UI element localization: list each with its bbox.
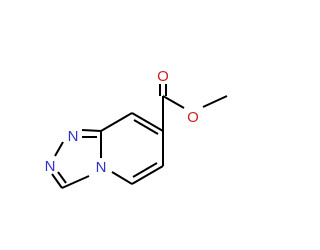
atom-label-o-ester: O: [187, 109, 199, 126]
bond-n2-c3: [51, 173, 63, 189]
bond-o-methyl: [202, 95, 228, 108]
bond-n1-n2: [54, 141, 64, 157]
molecule-structure: N N N O O: [45, 68, 228, 189]
bond-c6-c5-double: [132, 162, 158, 178]
bond-carbonyl-o-ester: [162, 95, 185, 109]
bond-c3-n4: [61, 175, 90, 189]
bond-c8a-c8: [100, 112, 133, 132]
bond-c8-c7: [131, 112, 164, 132]
atom-labels: N N N O O: [45, 68, 199, 176]
bond-c6-c5: [131, 165, 164, 185]
bond-c8-c7-double: [133, 119, 159, 135]
bond-n2-c3-double: [57, 171, 67, 184]
atom-label-o-carbonyl: O: [157, 68, 169, 85]
bonds: [51, 84, 228, 189]
atom-label-n-bridge: N: [96, 159, 107, 176]
atom-label-n2: N: [45, 158, 56, 175]
bond-c8a-n1: [81, 129, 102, 132]
atom-label-n1: N: [68, 128, 79, 145]
bond-c5-n4: [111, 171, 133, 185]
